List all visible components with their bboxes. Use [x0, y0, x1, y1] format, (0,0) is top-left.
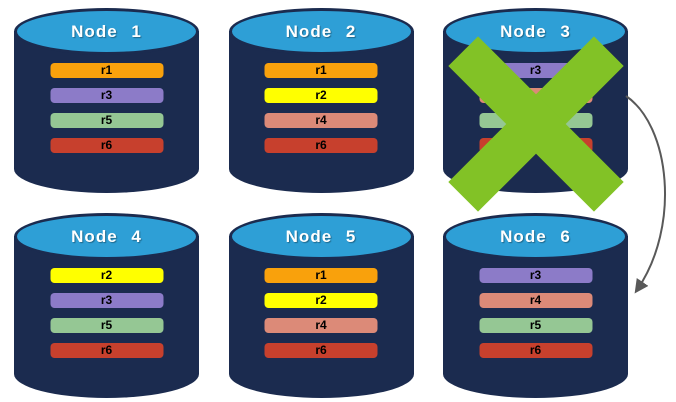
replica-bar-r4: r4 [264, 113, 378, 128]
cylinder-top: Node 5 [228, 213, 414, 260]
node-row-top: Node 1 r1 r3 r5 r6 Node 2 r1 r2 r4 r6 Node 3 r… [0, 8, 676, 212]
replica-bar-r2: r2 [264, 293, 378, 308]
replica-bar-list: r1 r2 r4 r6 [264, 63, 378, 153]
replica-bar-r6: r6 [50, 343, 163, 358]
replica-bar-r3: r3 [479, 63, 592, 78]
replica-bar-list: r1 r3 r5 r6 [50, 63, 163, 153]
replica-bar-r6: r6 [50, 138, 163, 153]
replica-bar-list: r2 r3 r5 r6 [50, 268, 163, 358]
node-cylinder-4: Node 4 r2 r3 r5 r6 [14, 213, 199, 398]
cylinder-body [14, 31, 199, 193]
cylinder-body [228, 31, 414, 193]
node-cylinder-1: Node 1 r1 r3 r5 r6 [14, 8, 199, 193]
cylinder-top: Node 3 [443, 8, 628, 55]
node-title: Node 4 [71, 226, 142, 246]
replica-bar-r6: r6 [264, 138, 378, 153]
replica-bar-r5: r5 [479, 318, 592, 333]
replica-bar-r2: r2 [50, 268, 163, 283]
cylinder-body [228, 236, 414, 398]
replica-bar-r1: r1 [50, 63, 163, 78]
cylinder-body [14, 236, 199, 398]
node-row-bottom: Node 4 r2 r3 r5 r6 Node 5 r1 r2 r4 r6 Node 6 r… [0, 213, 676, 398]
replica-bar-r4: r4 [264, 318, 378, 333]
replica-bar-r3: r3 [50, 88, 163, 103]
cylinder-body [443, 236, 628, 398]
replica-bar-r4: r4 [479, 293, 592, 308]
node-title: Node 1 [71, 21, 142, 41]
cylinder-top: Node 2 [228, 8, 414, 55]
node-cylinder-3: Node 3 r3 [443, 8, 628, 212]
replica-bar-r6 [479, 138, 592, 153]
replica-bar-r4 [479, 88, 592, 103]
replica-bar-r5: r5 [50, 318, 163, 333]
replica-bar-r6: r6 [264, 343, 378, 358]
replica-bar-list: r3 r4 r5 r6 [479, 268, 592, 358]
node-title: Node 6 [500, 226, 571, 246]
replica-bar-list: r1 r2 r4 r6 [264, 268, 378, 358]
replica-bar-r6: r6 [479, 343, 592, 358]
node-title: Node 5 [285, 226, 357, 246]
replica-bar-r5 [479, 113, 592, 128]
replica-bar-r3: r3 [479, 268, 592, 283]
cylinder-top: Node 4 [14, 213, 199, 260]
replica-bar-r1: r1 [264, 63, 378, 78]
replica-bar-r3: r3 [50, 293, 163, 308]
replica-bar-r1: r1 [264, 268, 378, 283]
node-cylinder-5: Node 5 r1 r2 r4 r6 [228, 213, 414, 398]
node-title: Node 3 [500, 21, 571, 41]
cylinder-top: Node 6 [443, 213, 628, 260]
replica-bar-list: r3 [479, 63, 592, 153]
node-cylinder-2: Node 2 r1 r2 r4 r6 [228, 8, 414, 193]
node-title: Node 2 [285, 21, 357, 41]
replica-bar-r2: r2 [264, 88, 378, 103]
cylinder-top: Node 1 [14, 8, 199, 55]
node-cylinder-6: Node 6 r3 r4 r5 r6 [443, 213, 628, 398]
replica-bar-r5: r5 [50, 113, 163, 128]
